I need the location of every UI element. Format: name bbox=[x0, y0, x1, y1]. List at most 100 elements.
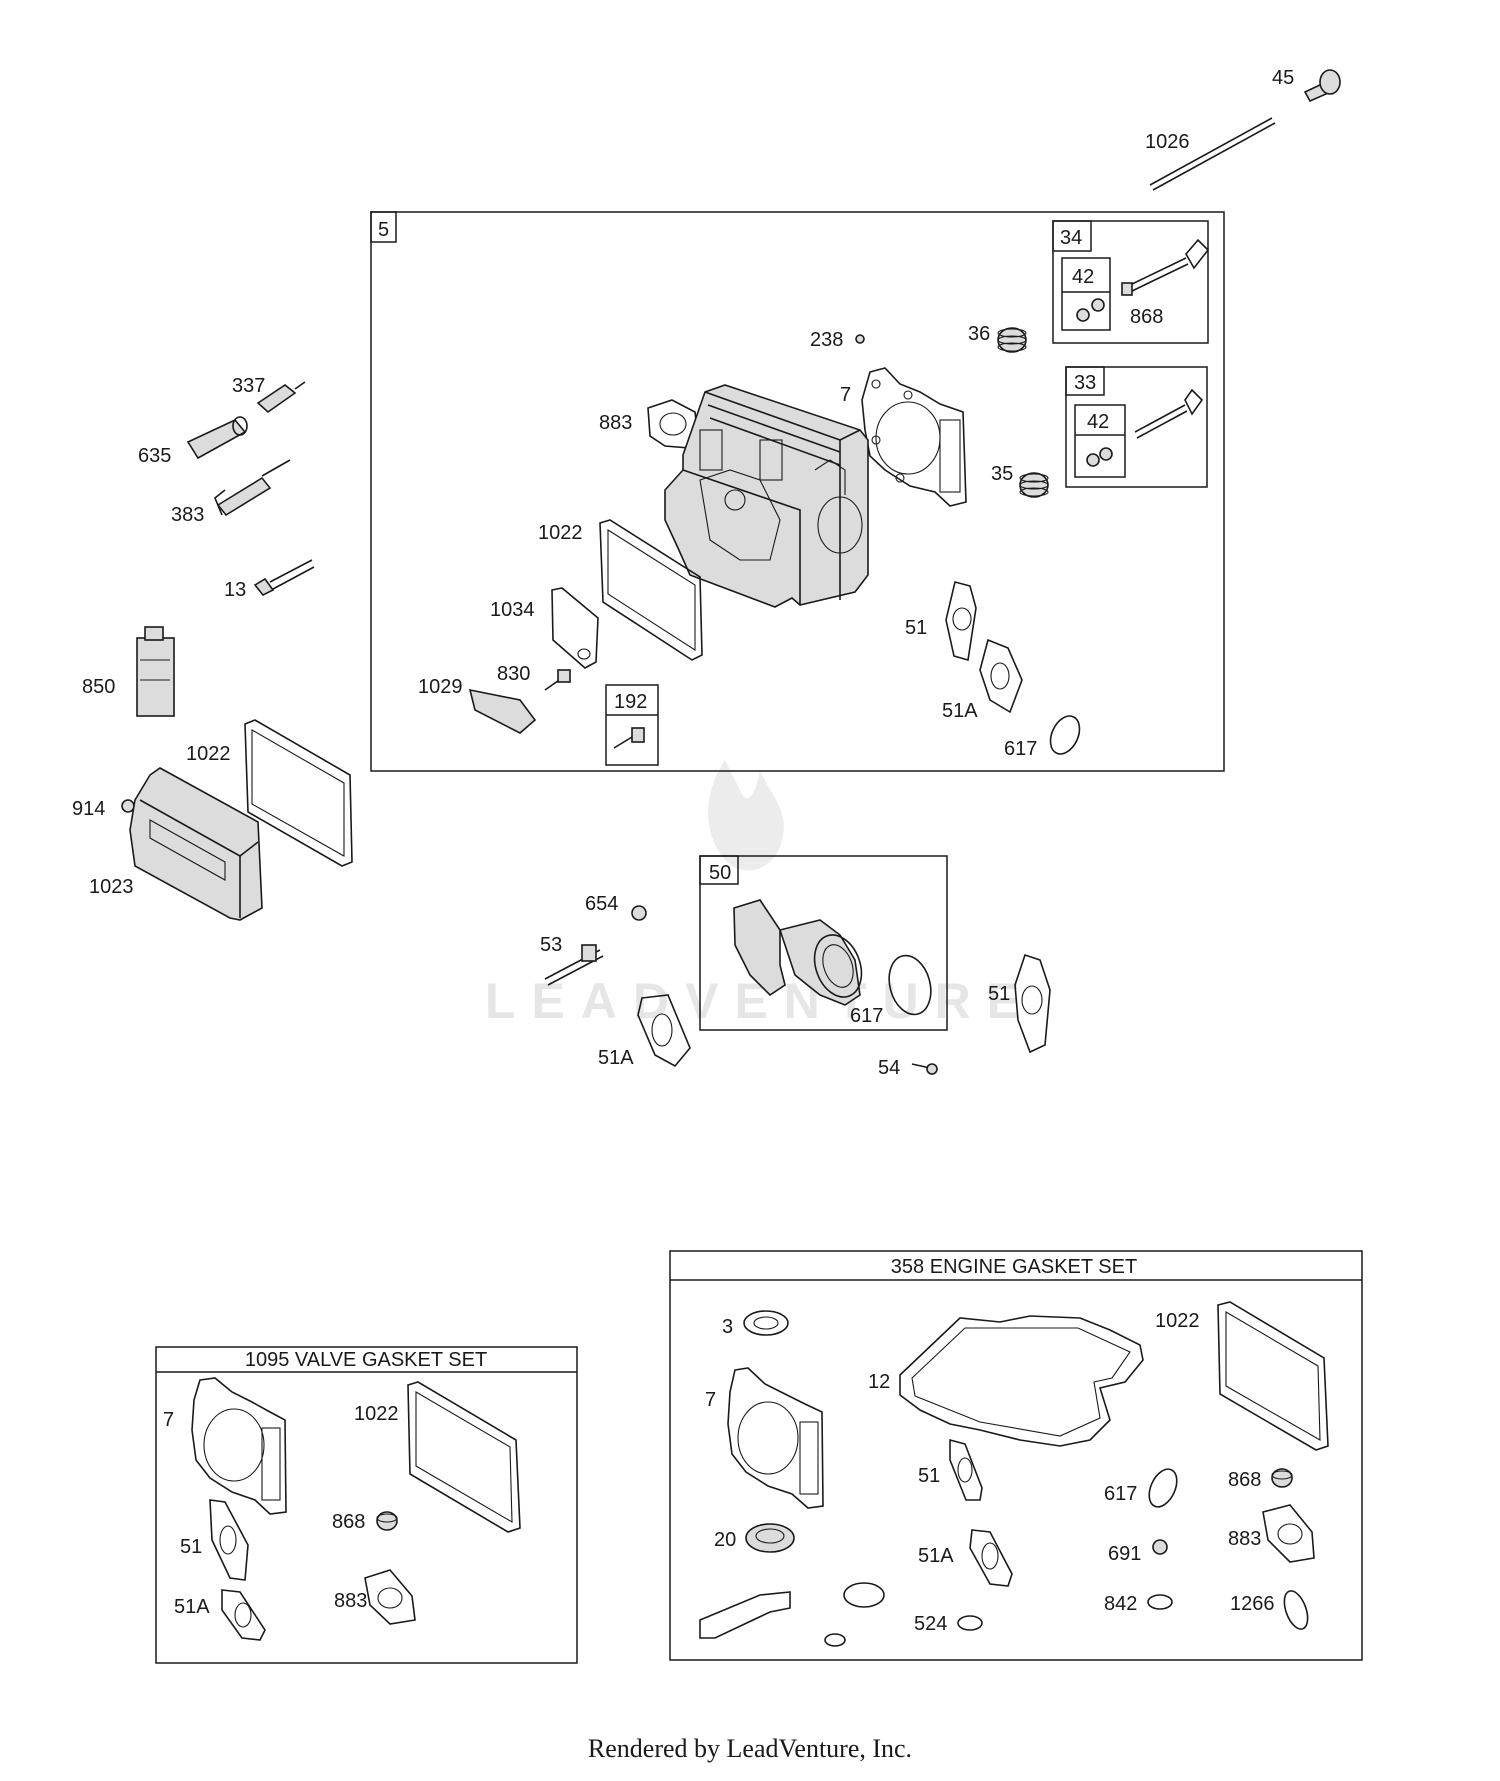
kit-part-883[interactable] bbox=[364, 1569, 416, 1625]
label-830: 830 bbox=[497, 663, 530, 685]
label-617-b: 617 bbox=[850, 1005, 883, 1027]
part-238[interactable] bbox=[855, 334, 865, 344]
ekit-label-51A: 51A bbox=[918, 1545, 954, 1567]
box-33[interactable]: 33 42 bbox=[1065, 366, 1208, 488]
label-45: 45 bbox=[1272, 67, 1294, 89]
label-850: 850 bbox=[82, 676, 115, 698]
part-53-stud[interactable] bbox=[544, 944, 604, 986]
part-33-valve[interactable] bbox=[1134, 388, 1204, 439]
part-830-screw[interactable] bbox=[544, 669, 571, 691]
ekit-part-20-seal[interactable] bbox=[745, 1523, 795, 1553]
label-1026: 1026 bbox=[1145, 131, 1190, 153]
part-337-spark-plug[interactable] bbox=[256, 381, 306, 414]
box-42b-label: 42 bbox=[1087, 411, 1109, 433]
ekit-part-51[interactable] bbox=[949, 1438, 983, 1501]
label-51A-b: 51A bbox=[598, 1047, 634, 1069]
kit-label-51A: 51A bbox=[174, 1596, 210, 1618]
box-34[interactable]: 34 42 868 bbox=[1052, 220, 1210, 344]
part-51A-gasket-b[interactable] bbox=[637, 994, 691, 1068]
ekit-part-883[interactable] bbox=[1262, 1504, 1315, 1563]
label-238: 238 bbox=[810, 329, 843, 351]
part-1029-reed[interactable] bbox=[468, 688, 537, 734]
part-7-head-gasket[interactable] bbox=[861, 367, 967, 507]
part-36-spring[interactable] bbox=[997, 327, 1027, 353]
box-34-label: 34 bbox=[1060, 227, 1082, 249]
watermark-text: LEADVENTURE bbox=[485, 973, 1036, 1029]
kit-part-51[interactable] bbox=[209, 1499, 249, 1581]
part-1022-gasket-inner[interactable] bbox=[599, 519, 703, 661]
box-192-label: 192 bbox=[614, 691, 647, 713]
part-383-wire[interactable] bbox=[214, 459, 291, 517]
part-1022-gasket-top[interactable] bbox=[244, 719, 353, 867]
part-51-gasket[interactable] bbox=[945, 581, 977, 662]
ekit-part-gasket-left[interactable] bbox=[699, 1591, 791, 1639]
kit-label-883: 883 bbox=[334, 1590, 367, 1612]
ekit-label-524: 524 bbox=[914, 1613, 947, 1635]
part-868-valve[interactable] bbox=[1121, 238, 1210, 296]
part-850-sealant-tube[interactable] bbox=[136, 626, 175, 717]
ekit-label-842: 842 bbox=[1104, 1593, 1137, 1615]
ekit-label-617: 617 bbox=[1104, 1483, 1137, 1505]
part-50-intake-elbow[interactable] bbox=[733, 899, 870, 1006]
ekit-part-524-oring[interactable] bbox=[957, 1615, 983, 1631]
box-5-frame bbox=[370, 211, 1225, 772]
label-868-box: 868 bbox=[1130, 306, 1163, 328]
valve-kit-title: 1095 VALVE GASKET SET bbox=[245, 1349, 487, 1371]
label-914: 914 bbox=[72, 798, 105, 820]
part-617-oring-b[interactable] bbox=[883, 951, 937, 1019]
part-1023-valve-cover[interactable] bbox=[129, 767, 263, 921]
label-1022-top: 1022 bbox=[186, 743, 231, 765]
kit-part-7-head-gasket[interactable] bbox=[191, 1377, 287, 1515]
box-50-label: 50 bbox=[709, 862, 731, 884]
engine-kit-title: 358 ENGINE GASKET SET bbox=[891, 1256, 1137, 1278]
ekit-part-842-oring[interactable] bbox=[1147, 1594, 1173, 1610]
watermark: LEADVENTURE bbox=[485, 760, 1036, 1029]
ekit-label-868: 868 bbox=[1228, 1469, 1261, 1491]
part-617-oring[interactable] bbox=[1045, 711, 1085, 758]
label-36: 36 bbox=[968, 323, 990, 345]
label-617: 617 bbox=[1004, 738, 1037, 760]
ekit-label-51: 51 bbox=[918, 1465, 940, 1487]
box-192[interactable]: 192 bbox=[605, 684, 659, 766]
part-54-screw[interactable] bbox=[911, 1063, 938, 1075]
label-7: 7 bbox=[840, 384, 851, 406]
label-1022-inner: 1022 bbox=[538, 522, 583, 544]
kit-label-51: 51 bbox=[180, 1536, 202, 1558]
ekit-part-868[interactable] bbox=[1271, 1468, 1293, 1488]
part-51A-gasket[interactable] bbox=[979, 638, 1023, 714]
part-45-bolt[interactable] bbox=[1303, 69, 1341, 103]
ekit-part-691[interactable] bbox=[1152, 1539, 1168, 1555]
box-5-tag bbox=[370, 211, 397, 243]
part-51-gasket-b[interactable] bbox=[1014, 953, 1051, 1054]
ekit-label-1266: 1266 bbox=[1230, 1593, 1275, 1615]
label-635: 635 bbox=[138, 445, 171, 467]
part-cylinder-head[interactable] bbox=[664, 384, 869, 608]
ekit-part-3-seal[interactable] bbox=[743, 1310, 789, 1336]
kit-part-1022-gasket[interactable] bbox=[407, 1381, 521, 1533]
box-33-label: 33 bbox=[1074, 372, 1096, 394]
kit-label-868: 868 bbox=[332, 1511, 365, 1533]
ekit-part-1266-oring[interactable] bbox=[1280, 1588, 1312, 1632]
ekit-label-691: 691 bbox=[1108, 1543, 1141, 1565]
box-42a-label: 42 bbox=[1072, 266, 1094, 288]
kit-label-7: 7 bbox=[163, 1409, 174, 1431]
label-35: 35 bbox=[991, 463, 1013, 485]
ekit-part-7-head-gasket[interactable] bbox=[727, 1367, 824, 1509]
label-13: 13 bbox=[224, 579, 246, 601]
part-13-bolt[interactable] bbox=[253, 559, 315, 597]
ekit-part-oring-small-b[interactable] bbox=[824, 1633, 846, 1647]
part-1026-rod[interactable] bbox=[1149, 117, 1276, 191]
part-635-boot[interactable] bbox=[186, 416, 248, 460]
ekit-part-1022-gasket[interactable] bbox=[1217, 1301, 1329, 1451]
ekit-part-12-crankcase-gasket[interactable] bbox=[899, 1315, 1144, 1447]
part-1034-plate[interactable] bbox=[551, 587, 599, 669]
part-654-nut[interactable] bbox=[631, 905, 647, 921]
label-51: 51 bbox=[905, 617, 927, 639]
ekit-part-oring-small-a[interactable] bbox=[843, 1582, 885, 1608]
kit-part-51A[interactable] bbox=[221, 1589, 266, 1641]
ekit-part-617-oring[interactable] bbox=[1144, 1465, 1183, 1511]
label-53: 53 bbox=[540, 934, 562, 956]
kit-part-868[interactable] bbox=[376, 1511, 398, 1531]
part-35-spring[interactable] bbox=[1019, 472, 1049, 498]
ekit-part-51A[interactable] bbox=[969, 1529, 1013, 1587]
